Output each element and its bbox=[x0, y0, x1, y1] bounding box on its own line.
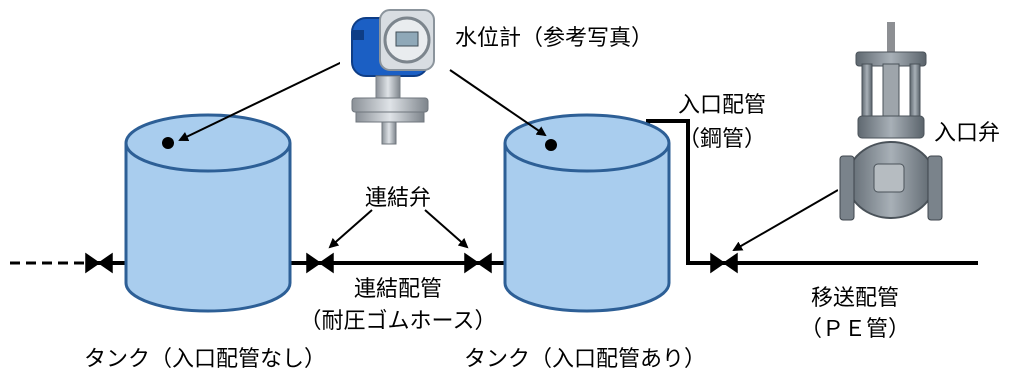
meter-point-right bbox=[545, 139, 557, 151]
label-tank-right: タンク（入口配管あり） bbox=[464, 347, 706, 372]
tank-left-top bbox=[124, 113, 292, 173]
valve-symbol-inlet-left bbox=[85, 252, 113, 274]
arrow-connecting-valve-2 bbox=[424, 209, 469, 249]
tank-left bbox=[124, 113, 292, 313]
label-tank-left: タンク（入口配管なし） bbox=[84, 347, 326, 372]
meter-point-left bbox=[162, 137, 174, 149]
label-transfer-pipe-line1: 移送配管 bbox=[811, 286, 899, 311]
label-connecting-pipe-line2: （耐圧ゴムホース） bbox=[300, 309, 497, 334]
gate-valve-photo bbox=[838, 18, 944, 228]
label-transfer-pipe-line2: （ＰＥ管） bbox=[800, 317, 910, 342]
arrow-connecting-valve-1 bbox=[328, 209, 373, 249]
arrow-inlet-valve bbox=[732, 189, 839, 251]
valve-symbol-connecting-2 bbox=[464, 252, 492, 274]
label-connecting-valve: 連結弁 bbox=[365, 186, 431, 211]
label-inlet-pipe-line2: （鋼管） bbox=[678, 127, 766, 152]
arrows bbox=[178, 61, 839, 251]
arrow-meter-to-left-tank bbox=[178, 61, 343, 142]
arrow-meter-to-right-tank bbox=[449, 69, 547, 137]
label-inlet-valve: 入口弁 bbox=[934, 121, 1000, 146]
valve-symbol-transfer bbox=[710, 252, 738, 274]
tank-right bbox=[503, 113, 671, 313]
label-inlet-pipe-line1: 入口配管 bbox=[678, 93, 766, 118]
label-water-level-meter: 水位計（参考写真） bbox=[455, 26, 653, 51]
level-meter-photo bbox=[340, 5, 448, 147]
label-connecting-pipe-line1: 連結配管 bbox=[354, 277, 442, 302]
valve-symbol-connecting-1 bbox=[306, 252, 334, 274]
